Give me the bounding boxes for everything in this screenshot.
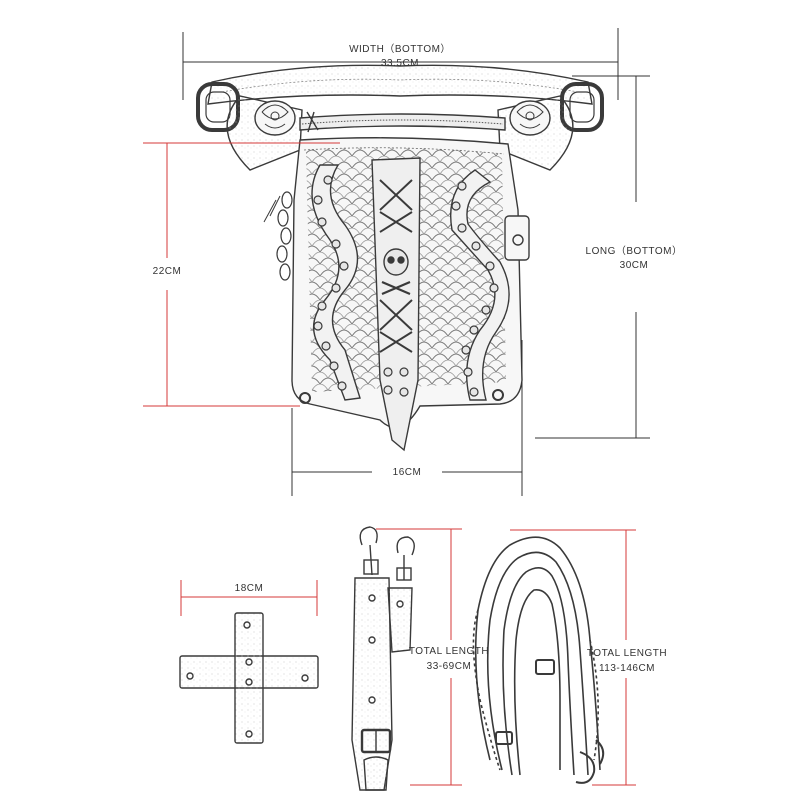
rivet-stud	[321, 341, 331, 351]
long-strap	[472, 536, 605, 784]
rivet-stud	[451, 201, 461, 211]
rivet-stud	[317, 301, 327, 311]
rivet-stud	[313, 195, 323, 205]
leg-strap-value: 18CM	[234, 583, 264, 594]
rivet-stud	[469, 387, 479, 397]
rivet-stud	[489, 283, 499, 293]
rivet-stud	[329, 361, 339, 371]
long-strap-label: TOTAL LENGTH	[586, 648, 668, 659]
short-strap-value: 33-69CM	[426, 661, 472, 672]
rivet-stud	[481, 305, 491, 315]
left-emblem	[254, 100, 296, 136]
height-value: 22CM	[152, 266, 182, 277]
long-bottom-label: LONG（BOTTOM）	[585, 246, 683, 257]
right-side-tab	[504, 215, 530, 261]
left-chain	[263, 191, 293, 281]
skull-emblem	[381, 248, 411, 296]
zipper	[299, 111, 506, 133]
bag-top-strap	[207, 64, 593, 105]
lacing	[379, 179, 413, 353]
rivet-stud	[469, 325, 479, 335]
short-strap	[351, 526, 415, 791]
rivet-stud	[323, 175, 333, 185]
leg-strap-cross	[179, 612, 319, 744]
width-bottom-label: WIDTH（BOTTOM）	[349, 44, 451, 55]
dimension-lines-red	[143, 142, 636, 786]
long-bottom-value: 30CM	[619, 260, 649, 271]
rivet-stud	[471, 241, 481, 251]
width-bottom-value: 33.5CM	[380, 58, 419, 69]
rivet-stud	[317, 217, 327, 227]
rivet-stud	[337, 381, 347, 391]
rivet-stud	[331, 239, 341, 249]
rivet-stud	[313, 321, 323, 331]
rivet-stud	[399, 387, 409, 397]
rivet-stud	[383, 385, 393, 395]
rivet-stud	[463, 367, 473, 377]
center-lace-strap	[371, 157, 421, 452]
rivet-stud	[461, 345, 471, 355]
rivet-stud	[457, 223, 467, 233]
rivet-stud	[485, 261, 495, 271]
rivet-stud	[331, 283, 341, 293]
rivet-stud	[399, 367, 409, 377]
long-strap-value: 113-146CM	[598, 663, 655, 674]
rivet-stud	[457, 181, 467, 191]
short-strap-label: TOTAL LENGTH	[408, 646, 490, 657]
rivet-stud	[339, 261, 349, 271]
rivet-stud	[383, 367, 393, 377]
rivet-studs	[313, 175, 499, 397]
right-emblem	[509, 100, 551, 136]
depth-value: 16CM	[372, 467, 442, 478]
